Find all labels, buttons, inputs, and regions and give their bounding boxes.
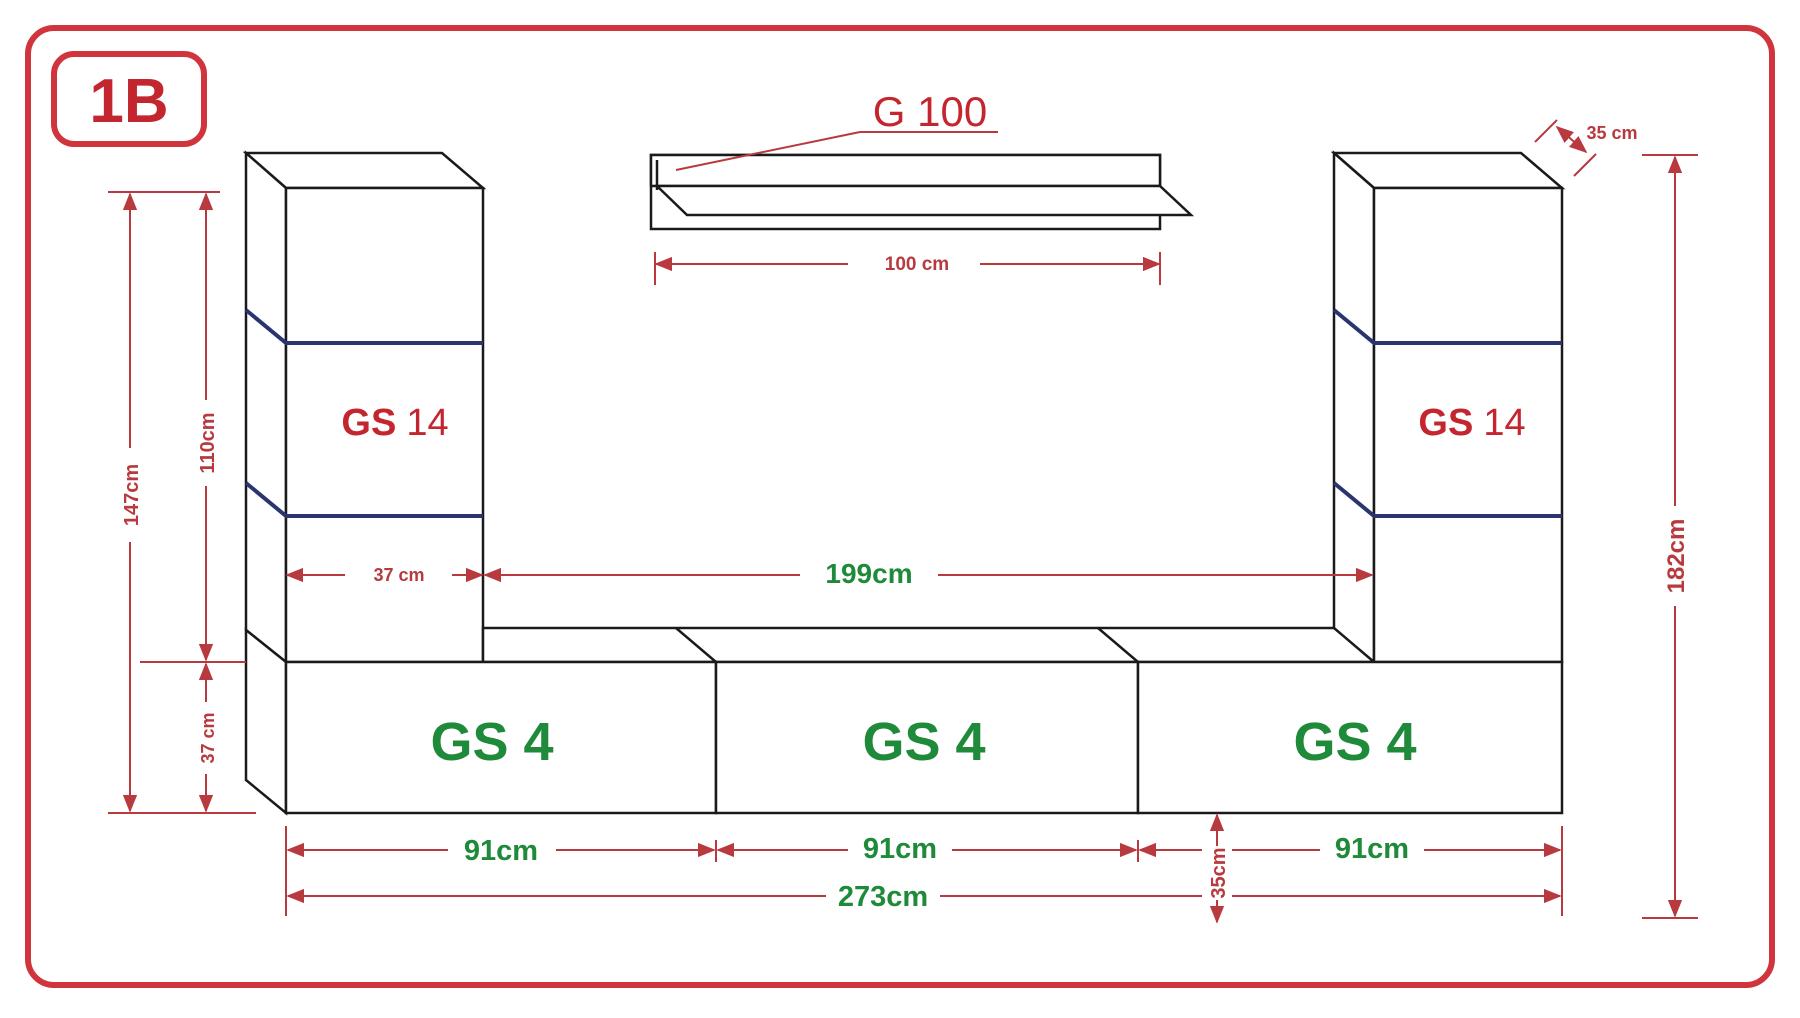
base-cabinet-label-right: GS 4	[1293, 712, 1416, 772]
badge-box	[51, 51, 207, 147]
dim-height-37: 37 cm	[198, 712, 218, 763]
wall-shelf	[649, 153, 1195, 231]
dimension-lines	[108, 119, 1698, 924]
right-tall-cabinet	[1330, 150, 1566, 665]
dim-depth-35: 35cm	[1208, 847, 1230, 898]
dim-gap-199: 199cm	[825, 558, 912, 589]
dim-height-182: 182cm	[1663, 519, 1690, 594]
dim-height-110: 110cm	[197, 412, 219, 473]
dim-base-91-left: 91cm	[464, 835, 538, 867]
left-led-lines	[244, 308, 483, 518]
base-cabinet-label-middle: GS 4	[862, 712, 985, 772]
dim-total-273: 273cm	[838, 881, 928, 913]
shelf-leader	[675, 131, 998, 171]
badge-label: 1B	[89, 67, 168, 136]
dim-depth-top: 35 cm	[1586, 123, 1637, 143]
dim-width-37: 37 cm	[373, 565, 424, 585]
shelf-label: G 100	[873, 88, 987, 135]
outer-frame	[25, 25, 1775, 988]
dim-base-91-middle: 91cm	[863, 833, 937, 865]
dim-height-147: 147cm	[121, 464, 143, 526]
dim-shelf-width: 100 cm	[885, 254, 949, 275]
dim-base-91-right: 91cm	[1335, 833, 1409, 865]
base-cabinets	[244, 626, 1564, 816]
left-tall-cabinet	[242, 150, 487, 665]
right-led-lines	[1332, 308, 1562, 518]
base-cabinet-label-left: GS 4	[430, 712, 553, 772]
